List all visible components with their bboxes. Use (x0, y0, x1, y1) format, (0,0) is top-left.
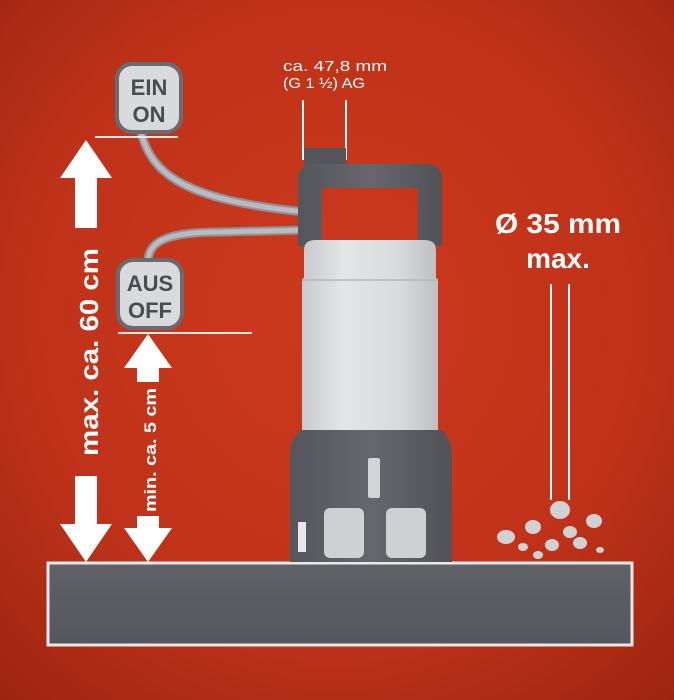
outlet-dimension: ca. 47,8 mm (G 1 ½) AG (283, 58, 387, 160)
float-switch-off: AUS OFF (116, 258, 252, 334)
pump-foot-left (324, 508, 364, 558)
min-arrow-down (124, 516, 172, 562)
particle (545, 539, 559, 551)
submersible-pump (290, 148, 452, 562)
particle-size-annotation: Ø 35 mm max. (495, 208, 621, 500)
min-arrow-up (124, 334, 172, 382)
particle (586, 514, 602, 528)
ground (46, 561, 634, 647)
particle (573, 537, 587, 549)
max-height-arrows: max. ca. 60 cm (60, 140, 112, 562)
pump-top-cap (304, 240, 436, 280)
outlet-thread-label: (G 1 ½) AG (283, 75, 365, 92)
particle-large (550, 501, 570, 519)
pump-handle (298, 164, 442, 246)
min-height-arrows: min. ca. 5 cm (124, 334, 172, 562)
particle-max-label: max. (526, 243, 590, 274)
particles (497, 501, 604, 559)
float-switch-cables (135, 123, 310, 267)
min-height-label: min. ca. 5 cm (141, 388, 160, 512)
max-arrow-down (60, 476, 112, 562)
particle (497, 530, 515, 544)
pump-indicator (298, 522, 306, 552)
particle (563, 526, 577, 538)
float-switch-on: EIN ON (95, 62, 183, 138)
switch-off-label-en: OFF (128, 298, 172, 323)
switch-on-label-de: EIN (131, 75, 168, 100)
particle (525, 520, 541, 534)
switch-on-label-en: ON (133, 102, 166, 127)
pump-shell (302, 276, 438, 436)
max-arrow-up (60, 140, 112, 228)
particle-size-label: Ø 35 mm (495, 208, 621, 239)
particle (596, 547, 604, 553)
max-height-label: max. ca. 60 cm (74, 248, 104, 456)
pump-latch (368, 458, 380, 498)
switch-off-label-de: AUS (127, 271, 173, 296)
particle (533, 551, 543, 559)
particle (518, 543, 528, 551)
outlet-size-label: ca. 47,8 mm (283, 58, 387, 75)
pump-foot-right (386, 508, 426, 558)
